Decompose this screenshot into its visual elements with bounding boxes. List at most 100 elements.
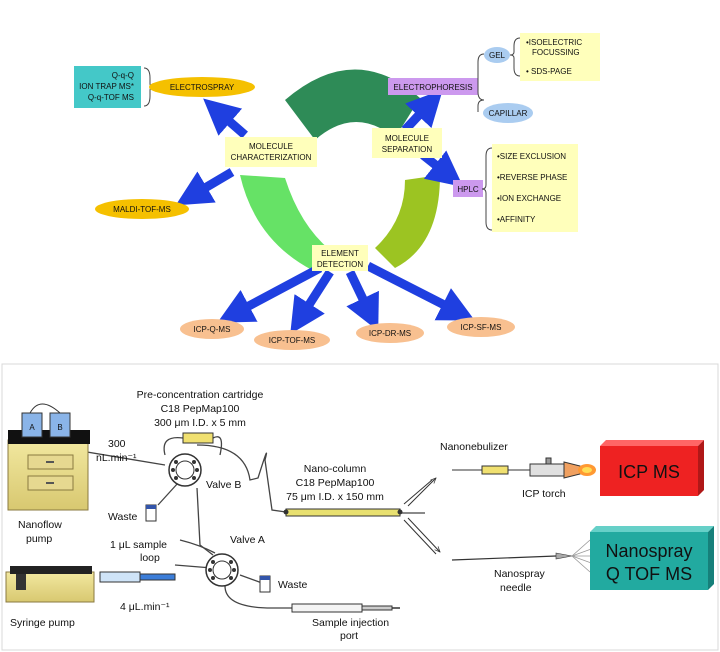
- bottom-panel-frame: [1, 363, 719, 651]
- hplc-box: HPLC: [453, 180, 483, 197]
- electrophoresis-box: ELECTROPHORESIS: [388, 78, 478, 95]
- arrow-to-nanospray: [407, 517, 440, 552]
- hplc-method-size-exclusion: •SIZE EXCLUSION: [497, 152, 566, 161]
- icp-tof-ms-ellipse: ICP-TOF-MS: [254, 330, 330, 350]
- qtof-ms-line2: Q TOF MS: [606, 564, 692, 584]
- molecule-characterization-line1: MOLECULE: [249, 142, 293, 151]
- qtof-ms-block: Nanospray Q TOF MS: [590, 526, 714, 590]
- electrophoresis-label: ELECTROPHORESIS: [393, 83, 472, 92]
- nanocolumn-dimensions: 75 μm I.D. x 150 mm: [286, 491, 384, 503]
- electrospray-label: ELECTROSPRAY: [170, 83, 235, 92]
- ring-segment-right: [375, 175, 440, 268]
- sample-loop-line1: 1 μL sample: [110, 539, 167, 551]
- nanoflow-label-line1: Nanoflow: [18, 519, 62, 531]
- pump-handle-top: [46, 461, 54, 463]
- element-detection-line2: DETECTION: [317, 260, 363, 269]
- hplc-bracket: [481, 147, 493, 231]
- tubing-cartridge-to-valve-b: [212, 436, 223, 456]
- hplc-label: HPLC: [457, 185, 479, 194]
- characterization-cycle: MOLECULE CHARACTERIZATION MOLECULE SEPAR…: [74, 33, 600, 350]
- syringe-pump-label: Syringe pump: [10, 617, 75, 629]
- molecule-separation-box: MOLECULE SEPARATION: [372, 128, 442, 158]
- hplc-method-ion-exchange: •ION EXCHANGE: [497, 194, 561, 203]
- arrow-to-nanospray-shadow: [403, 519, 437, 555]
- valve-a-label: Valve A: [230, 534, 265, 546]
- arrow-to-nanonebulizer: [407, 478, 436, 507]
- tubing-valve-b-to-column: [196, 444, 287, 513]
- nanospray-needle-line2: needle: [500, 582, 532, 594]
- gel-bracket: [509, 37, 521, 77]
- icp-q-ms-ellipse: ICP-Q-MS: [180, 319, 244, 339]
- arrow-to-hplc: [420, 150, 464, 187]
- arrow-to-icp-q: [217, 264, 323, 323]
- nanospray-needle-line1: Nanospray: [494, 568, 546, 580]
- icp-ms-block: ICP MS: [600, 440, 704, 496]
- bottle-tubing: [29, 403, 61, 414]
- element-detection-line1: ELEMENT: [321, 249, 359, 258]
- molecule-characterization-line2: CHARACTERIZATION: [231, 153, 312, 162]
- syringe-tip: [139, 573, 176, 581]
- hplc-method-reverse-phase: •REVERSE PHASE: [497, 173, 567, 182]
- nanoflow-label-line2: pump: [26, 533, 52, 545]
- sample-injection-port: [291, 603, 400, 613]
- icp-dr-ms-label: ICP-DR-MS: [369, 329, 411, 338]
- nanocolumn-title: Nano-column: [304, 463, 367, 475]
- icp-torch: [529, 457, 596, 479]
- sample-loop-line2: loop: [140, 552, 160, 564]
- nanoflow-pump: A B Nanoflow pump: [7, 403, 90, 545]
- element-detection-box: ELEMENT DETECTION: [312, 245, 368, 271]
- nanocolumn-type: C18 PepMap100: [296, 477, 375, 489]
- precon-cartridge: [182, 432, 214, 444]
- injection-port-line2: port: [340, 630, 358, 642]
- icp-sf-ms-label: ICP-SF-MS: [461, 323, 502, 332]
- plasma-flame-core: [582, 467, 592, 473]
- nanocolumn-inlet: [283, 509, 289, 515]
- bottle-b-label: B: [57, 423, 62, 432]
- gel-method-sds-page: • SDS-PAGE: [526, 67, 572, 76]
- maldi-ellipse: MALDI-TOF-MS: [95, 199, 189, 219]
- icp-torch-label: ICP torch: [522, 488, 566, 500]
- syringe-pump-knob: [16, 574, 26, 590]
- bottle-a-label: A: [29, 423, 35, 432]
- tubing-valve-b-to-valve-a: [196, 487, 214, 556]
- ring-segment-left: [240, 175, 330, 270]
- top-arrows: [175, 89, 475, 335]
- arrow-to-electrospray: [203, 98, 248, 139]
- arrow-to-icp-tof: [290, 269, 334, 335]
- electrophoresis-bracket: [477, 53, 485, 101]
- precon-title: Pre-concentration cartridge: [137, 389, 264, 401]
- nanocolumn: [285, 508, 401, 517]
- molecule-characterization-box: MOLECULE CHARACTERIZATION: [225, 137, 317, 167]
- flow-4-label: 4 μL.min⁻¹: [120, 601, 170, 613]
- flow-300-unit: nL.min⁻¹: [96, 452, 137, 464]
- nanonebulizer-label: Nanonebulizer: [440, 441, 508, 453]
- arrow-to-icp-sf: [365, 261, 475, 321]
- pump-handle-bottom: [46, 482, 54, 484]
- ring-segment-top: [285, 69, 420, 140]
- arrow-to-icp-dr: [345, 270, 379, 331]
- arrow-to-electrophoresis: [401, 89, 443, 134]
- arrow-to-maldi: [175, 168, 235, 206]
- nanocolumn-outlet: [397, 509, 403, 515]
- ms-type-ion-trap: ION TRAP MS*: [79, 82, 134, 91]
- gel-methods-box: •ISOELECTRIC FOCUSSING • SDS-PAGE: [520, 33, 600, 81]
- arrow-to-nanonebulizer-shadow: [403, 479, 433, 505]
- maldi-label: MALDI-TOF-MS: [113, 205, 171, 214]
- valve-b-label: Valve B: [206, 479, 241, 491]
- precon-type: C18 PepMap100: [161, 403, 240, 415]
- valve-a: [205, 553, 239, 587]
- icp-q-ms-label: ICP-Q-MS: [194, 325, 231, 334]
- ms-type-qqq: Q-q-Q: [112, 71, 134, 80]
- qtof-ms-line1: Nanospray: [605, 541, 692, 561]
- nanospray-needle: [451, 539, 596, 573]
- ms-type-qqtof: Q-q-TOF MS: [88, 93, 134, 102]
- capillar-label: CAPILLAR: [489, 109, 528, 118]
- gel-method-isoelectric: •ISOELECTRIC: [526, 38, 582, 47]
- tubing-valve-a-to-injection: [224, 585, 292, 609]
- waste-label-1: Waste: [108, 511, 138, 523]
- waste-vial-1-cap: [146, 505, 156, 509]
- electrophoresis-bracket-lower: [477, 99, 485, 112]
- tubing-valve-b-to-cartridge: [163, 436, 184, 456]
- injection-port-line1: Sample injection: [312, 617, 389, 629]
